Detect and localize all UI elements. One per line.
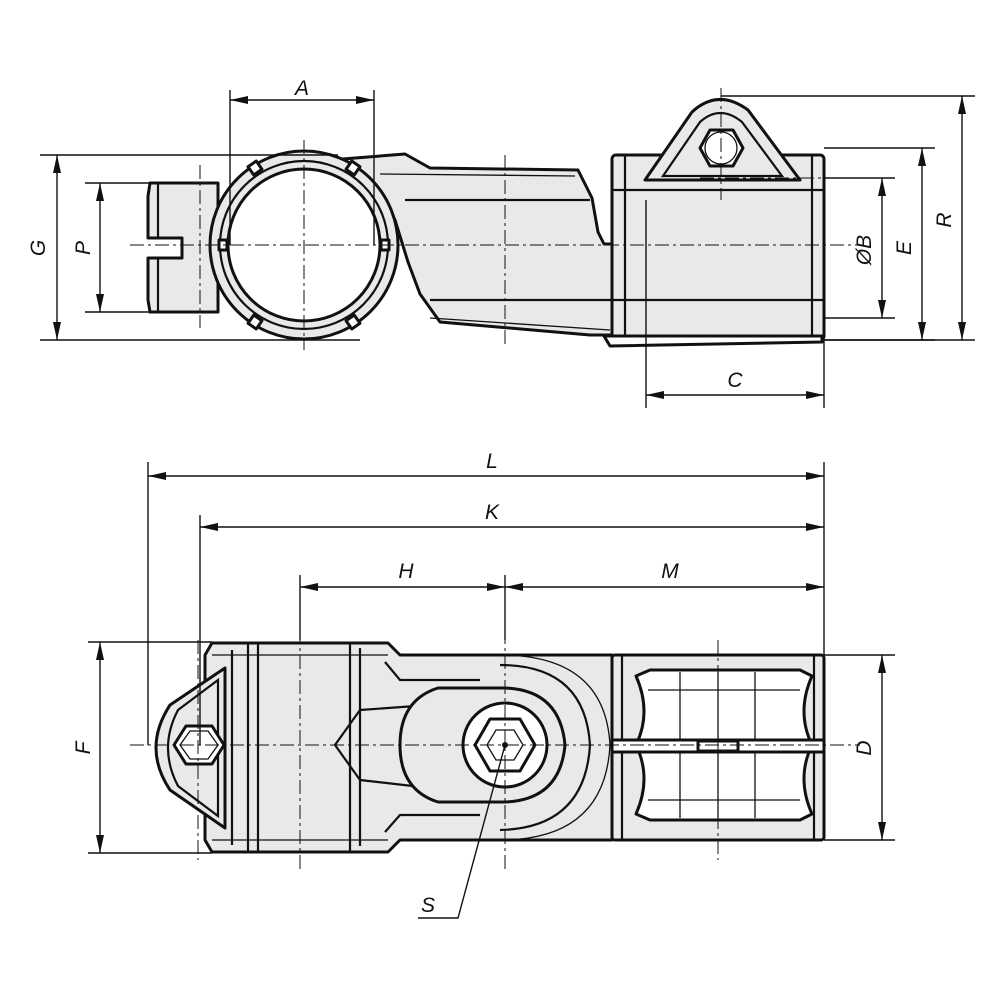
label-S: S <box>421 894 435 917</box>
label-A: A <box>293 77 309 100</box>
label-D: D <box>853 740 876 755</box>
label-C: C <box>727 369 743 392</box>
label-B: ØB <box>853 235 876 266</box>
label-P: P <box>72 241 95 255</box>
label-L: L <box>486 450 498 473</box>
label-G: G <box>27 240 50 256</box>
label-R: R <box>933 212 956 227</box>
label-E: E <box>893 240 916 255</box>
dimension-labels: A G P ØB E R C L K H M F D S <box>27 77 956 917</box>
label-K: K <box>485 501 500 524</box>
bottom-view <box>130 630 860 870</box>
top-view <box>130 88 860 350</box>
label-H: H <box>398 560 414 583</box>
label-F: F <box>72 740 95 754</box>
dimension-lines <box>40 90 975 919</box>
label-M: M <box>661 560 679 583</box>
